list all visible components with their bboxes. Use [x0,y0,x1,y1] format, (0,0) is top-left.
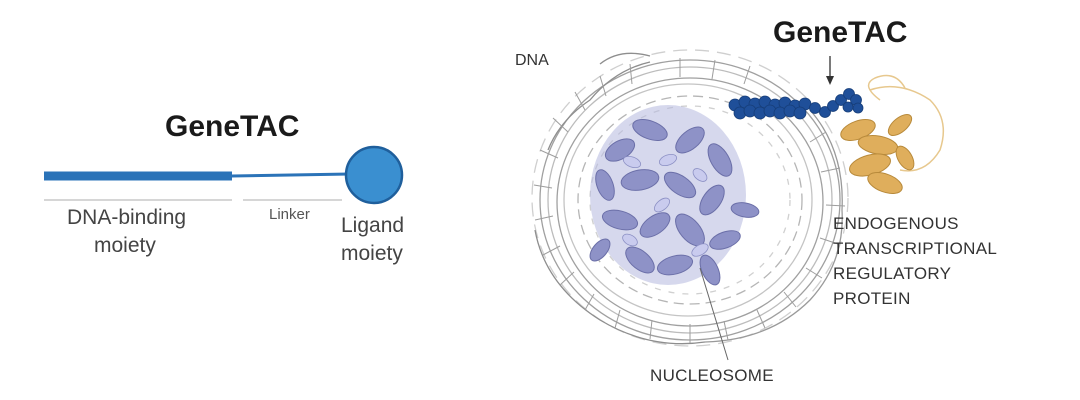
right-genetac-title: GeneTAC [773,16,908,49]
regulatory-protein [840,74,945,194]
genetac-arrow [826,56,834,85]
linker-label: Linker [269,206,310,223]
histone-core [589,105,760,286]
ligand-circle [344,145,404,205]
protein-label-line2: TRANSCRIPTIONAL [833,239,998,258]
nucleosome-label: NUCLEOSOME [650,366,774,385]
dna-binding-label-line1: DNA-binding [67,206,187,229]
ligand-label-line1: Ligand [341,214,405,237]
genetac-schematic [44,145,404,205]
ligand-label-line2: moiety [341,242,403,265]
genetac-beads [728,88,864,120]
protein-label-line3: REGULATORY [833,264,952,283]
dna-ticks [533,58,846,343]
protein-label-line4: PROTEIN [833,289,911,308]
dna-binding-label-line2: moiety [94,234,156,257]
nucleosome-pointer [699,267,729,361]
linker-line [231,172,351,178]
left-genetac-title: GeneTAC [165,110,300,143]
protein-label-line1: ENDOGENOUS [833,214,959,233]
dna-label: DNA [515,52,549,69]
